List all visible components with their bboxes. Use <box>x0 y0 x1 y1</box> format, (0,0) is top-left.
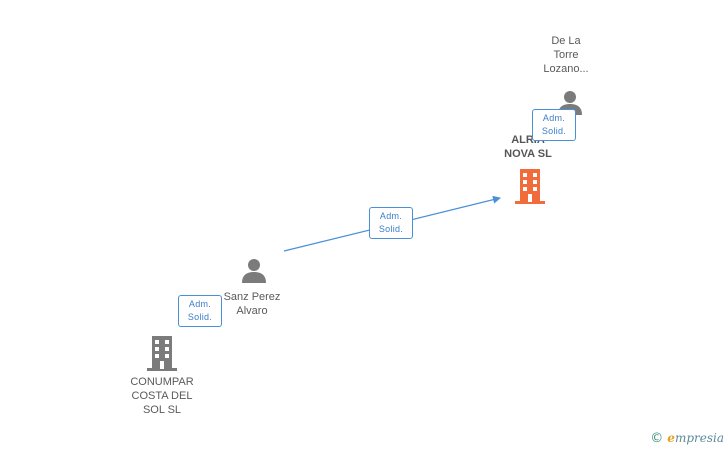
node-label-de-la-torre[interactable]: De La Torre Lozano... <box>528 34 604 76</box>
relation-badge-line: Adm. <box>379 211 403 221</box>
node-label-line: Sanz Perez <box>223 291 281 303</box>
node-label-line: SOL SL <box>142 404 182 416</box>
building-icon[interactable] <box>513 168 547 204</box>
brand-logo: ©empresia <box>650 431 724 446</box>
node-label-line: Alvaro <box>236 305 268 317</box>
relation-badge-middle[interactable]: Adm. Solid. <box>369 207 413 239</box>
node-label-line: Torre <box>553 49 579 61</box>
relation-badge-line: Solid. <box>541 126 567 136</box>
relation-badge-line: Adm. <box>188 299 212 309</box>
brand-name: mpresia <box>674 431 724 445</box>
node-label-sanz-perez[interactable]: Sanz Perez Alvaro <box>210 290 294 318</box>
relation-badge-line: Solid. <box>378 224 404 234</box>
copyright-icon: © <box>650 431 664 446</box>
node-label-line: Lozano... <box>543 63 589 75</box>
relation-badge-left[interactable]: Adm. Solid. <box>178 295 222 327</box>
building-icon[interactable] <box>145 335 179 371</box>
relation-badge-line: Solid. <box>187 312 213 322</box>
node-label-line: NOVA SL <box>504 148 552 160</box>
node-label-line: CONUMPAR <box>130 376 194 388</box>
relation-badge-top[interactable]: Adm. Solid. <box>532 109 576 141</box>
person-icon[interactable] <box>240 256 268 284</box>
brand-first-letter: e <box>667 431 675 445</box>
node-label-line: COSTA DEL <box>131 390 193 402</box>
relation-badge-line: Adm. <box>542 113 566 123</box>
node-label-line: De La <box>551 35 581 47</box>
node-label-conumpar[interactable]: CONUMPAR COSTA DEL SOL SL <box>120 375 204 417</box>
